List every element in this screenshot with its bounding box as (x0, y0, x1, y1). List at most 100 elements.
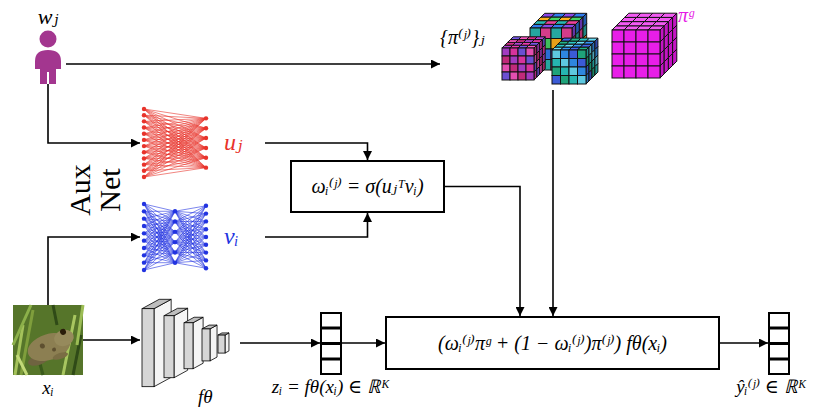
network-links (144, 204, 206, 270)
tensor-cell (502, 48, 510, 56)
math-label: vᵢ (224, 223, 238, 251)
global-tensor (612, 13, 677, 78)
tensor-cell (552, 59, 561, 68)
network-neurons-part (142, 144, 146, 148)
network-neurons-part (142, 253, 146, 257)
tensor-cell (595, 64, 598, 75)
arrow-connector (445, 187, 520, 317)
network-links-part (144, 232, 175, 270)
tensor-cell (518, 64, 526, 72)
vector-cells-part (321, 344, 341, 359)
tensor-cell (648, 30, 660, 42)
math-label: xᵢ (42, 377, 53, 399)
tensor-cell (526, 64, 534, 72)
aux-net-title: Aux Net (65, 164, 125, 216)
label-anchor: zᵢ = fθ(xᵢ) ∈ ℝᴷ (272, 376, 390, 398)
network-neurons-part (142, 107, 146, 111)
tensor-cell (668, 53, 672, 69)
cnn-layers (142, 299, 229, 386)
network-links-part (175, 211, 206, 268)
frog-photo-part (52, 327, 76, 348)
network-neurons-part (142, 260, 146, 264)
person-icon-part (40, 31, 57, 48)
cnn-layers-part (202, 329, 210, 361)
network-links-part (175, 260, 206, 262)
network-links-part (144, 211, 175, 255)
label-anchor: ωᵢ⁽ʲ⁾ = σ(uⱼᵀvᵢ) (292, 162, 443, 211)
image-net-drawing (140, 200, 265, 274)
tensor-cell (624, 42, 636, 54)
network-neurons-part (142, 209, 146, 213)
network-links-part (144, 211, 175, 270)
tensor-cell (636, 54, 648, 66)
label-anchor: ŷᵢ⁽ʲ⁾ ∈ ℝᴷ (736, 376, 807, 398)
label-anchor: wⱼ (38, 4, 59, 29)
network-neurons-part (173, 230, 177, 234)
network-neurons-part (142, 162, 146, 166)
arrow-connector (66, 63, 440, 65)
network-neurons-part (142, 125, 146, 129)
tensor-cell (648, 66, 660, 78)
network-neurons-part (204, 116, 208, 120)
vector-cells-part (769, 360, 789, 375)
weight-box: ωᵢ⁽ʲ⁾ = σ(uⱼᵀvᵢ) (290, 160, 445, 213)
logit-vector-drawing (320, 312, 342, 374)
tensor-cell (542, 61, 545, 72)
arrow-connector (48, 84, 140, 143)
tensor-cell (561, 67, 570, 76)
mixture-box: (ωᵢ⁽ʲ⁾πᵍ + (1 − ωᵢ⁽ʲ⁾)π⁽ʲ⁾) fθ(xᵢ) (385, 316, 720, 370)
network-links-part (144, 115, 206, 118)
vector-cells (321, 313, 341, 374)
tensor-cell (552, 76, 561, 85)
cnn-layers-part (218, 335, 225, 353)
network-links-part (144, 128, 206, 152)
math-label: ŷᵢ⁽ʲ⁾ ∈ ℝᴷ (736, 376, 807, 398)
tensor-cell (569, 67, 578, 76)
arrow-connector (265, 213, 368, 237)
tensor-cell (518, 48, 526, 56)
frog-photo-part (77, 305, 83, 345)
arrow-connector (720, 342, 768, 344)
input-image-drawing (13, 305, 83, 375)
tensor-cell (624, 30, 636, 42)
network-links-part (144, 148, 206, 177)
network-links-part (175, 252, 206, 253)
confusion-tensor-drawing (440, 14, 680, 90)
network-links-part (144, 252, 175, 270)
tensor-cell (526, 72, 534, 80)
tensor-cell (502, 72, 510, 80)
network-neurons-part (204, 227, 208, 231)
tensor-cell (648, 42, 660, 54)
network-neurons-part (142, 113, 146, 117)
network-links-part (175, 221, 206, 231)
tensor-cell (551, 28, 562, 39)
network-links-part (144, 242, 175, 270)
cnn-backbone: fθ (140, 296, 240, 390)
frog-photo-part (13, 305, 31, 345)
label-anchor: (ωᵢ⁽ʲ⁾πᵍ + (1 − ωᵢ⁽ʲ⁾)π⁽ʲ⁾) fθ(xᵢ) (387, 318, 718, 368)
connector-group (48, 64, 768, 343)
arrow-connector (552, 90, 554, 316)
network-links-part (144, 118, 206, 170)
network-neurons-part (204, 136, 208, 140)
network-neurons-part (173, 209, 177, 213)
network-neurons-part (204, 235, 208, 239)
tensor-cell (569, 76, 578, 85)
vector-cells-part (769, 329, 789, 344)
cnn-layers-part (225, 333, 229, 353)
network-links (144, 109, 206, 177)
tensor-cell (502, 64, 510, 72)
math-label: uⱼ (224, 129, 242, 157)
tensor-cell (510, 48, 518, 56)
formula-text: (ωᵢ⁽ʲ⁾πᵍ + (1 − ωᵢ⁽ʲ⁾)π⁽ʲ⁾) fθ(xᵢ) (438, 332, 667, 355)
tensor-cell (526, 56, 534, 64)
tensor-cell (561, 59, 570, 68)
network-neurons-part (204, 211, 208, 215)
tensor-cell (551, 49, 562, 60)
cnn-layers-part (202, 325, 217, 329)
frog-photo-part (52, 351, 69, 362)
network-neurons-part (204, 165, 208, 169)
network-links-part (175, 206, 206, 253)
network-neurons-part (204, 126, 208, 130)
network-links-part (144, 138, 206, 171)
